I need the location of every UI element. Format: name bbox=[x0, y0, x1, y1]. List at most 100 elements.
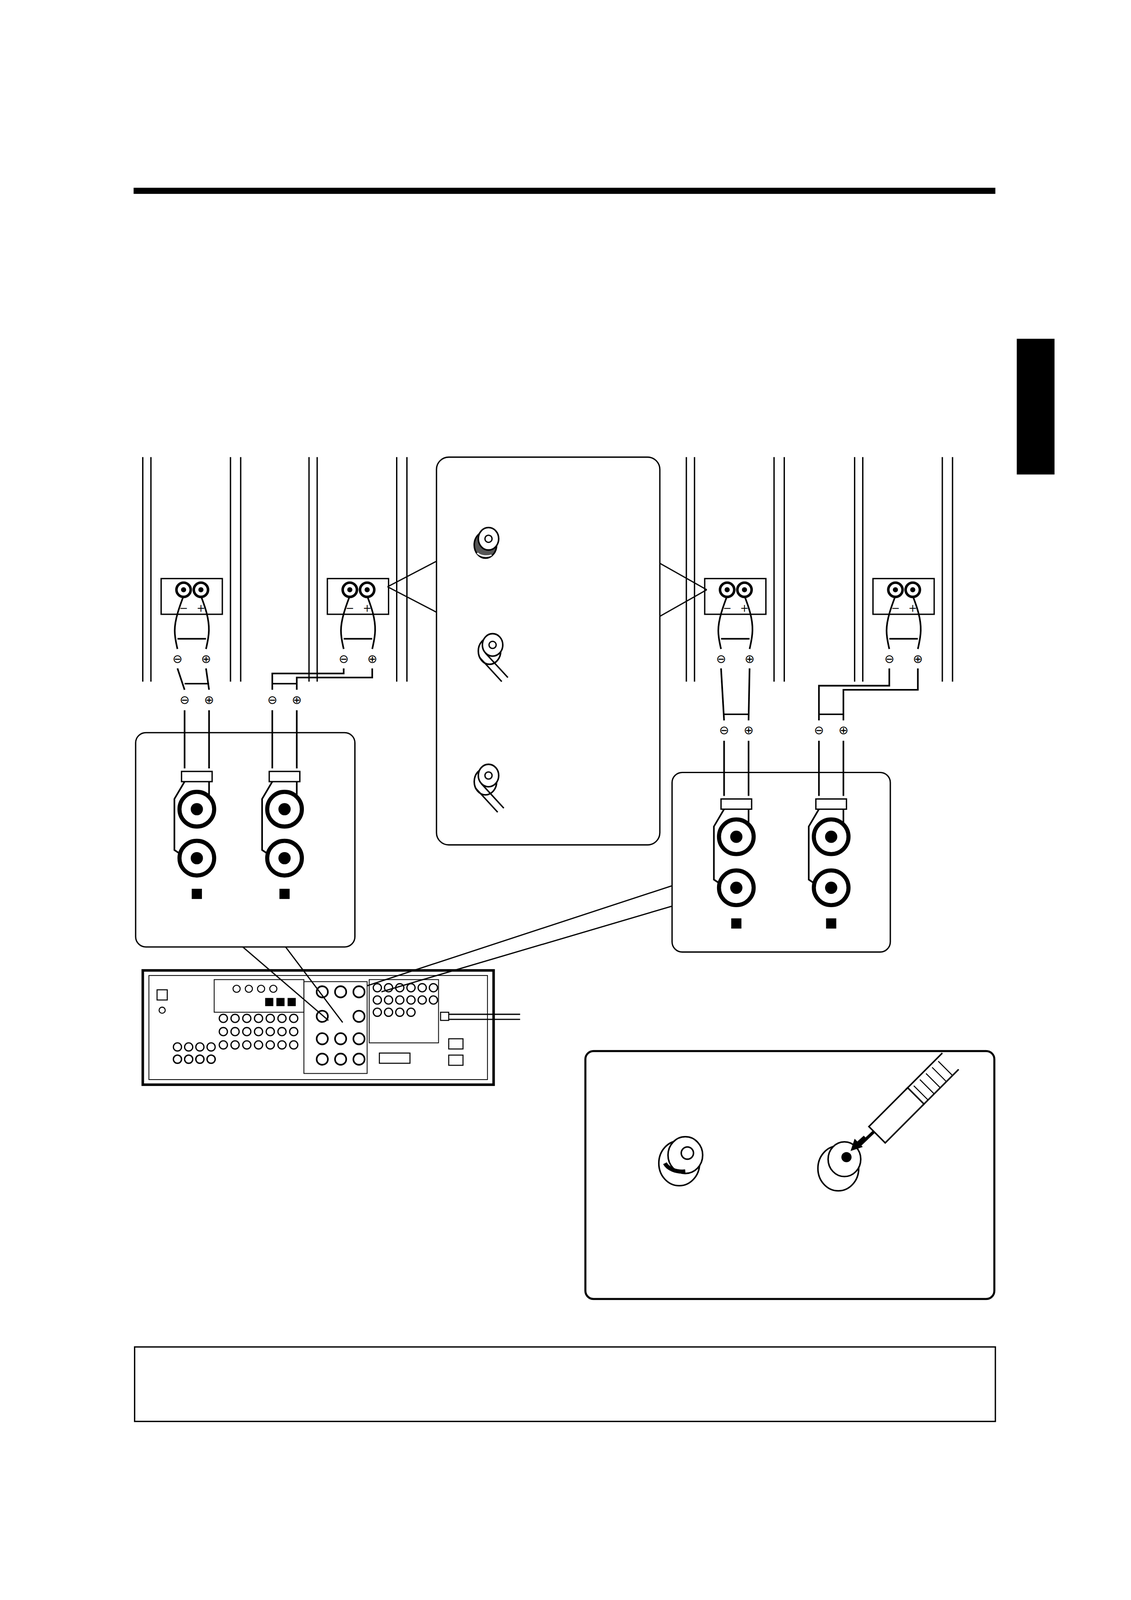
rotate-arrow bbox=[477, 553, 492, 557]
speaker-terminal bbox=[905, 582, 920, 597]
speaker-wire bbox=[183, 710, 186, 769]
wire-bridge bbox=[889, 637, 919, 640]
square-mark bbox=[279, 888, 290, 899]
speaker-wire bbox=[271, 710, 274, 769]
speaker-wire bbox=[748, 668, 750, 721]
callout-box bbox=[436, 457, 660, 845]
post-hole bbox=[484, 771, 493, 779]
speaker-jack-small bbox=[353, 1053, 365, 1065]
optical-jack bbox=[265, 997, 274, 1006]
speaker-cabinet-edge bbox=[229, 457, 231, 682]
terminal-core bbox=[892, 587, 898, 593]
leader-line bbox=[659, 589, 707, 617]
speaker bbox=[686, 457, 785, 721]
jack bbox=[184, 1042, 193, 1051]
jack bbox=[266, 1014, 275, 1023]
terminal-polarity: + bbox=[195, 602, 207, 614]
plug-grip bbox=[938, 1061, 953, 1076]
speaker-cabinet-edge bbox=[941, 457, 943, 682]
banana-plug-icon bbox=[817, 1052, 959, 1191]
optical-jack bbox=[287, 997, 296, 1006]
wire-polarity: ⊖ bbox=[178, 693, 191, 707]
speaker-terminal bbox=[719, 582, 735, 597]
terminal-core bbox=[278, 802, 291, 816]
jack bbox=[395, 1008, 404, 1017]
jack bbox=[406, 1008, 415, 1017]
wire-polarity: ⊕ bbox=[200, 652, 212, 666]
jack bbox=[195, 1055, 205, 1064]
post-hole bbox=[484, 535, 493, 543]
plug-grip bbox=[913, 1085, 928, 1100]
terminal-polarity: + bbox=[907, 602, 919, 614]
speaker-jack bbox=[174, 710, 215, 899]
terminal-core bbox=[180, 587, 187, 593]
jack-group bbox=[214, 979, 304, 1012]
wire bbox=[475, 787, 499, 812]
panel-outline bbox=[142, 970, 494, 1085]
terminal-core bbox=[278, 851, 291, 865]
jack bbox=[242, 1040, 251, 1049]
speaker-wire bbox=[296, 668, 373, 690]
wire-polarity: ⊕ bbox=[291, 693, 303, 707]
terminal-polarity: − bbox=[890, 602, 901, 614]
jack bbox=[230, 1040, 240, 1049]
post-cap bbox=[478, 527, 499, 551]
jack bbox=[266, 1027, 275, 1036]
speaker-jack bbox=[808, 740, 849, 929]
jack bbox=[230, 1014, 240, 1023]
wire-polarity: ⊖ bbox=[171, 652, 184, 666]
terminal-plate bbox=[161, 578, 223, 615]
wire-polarity: ⊕ bbox=[203, 693, 215, 707]
jack bbox=[184, 1055, 193, 1064]
power-cord bbox=[448, 1018, 520, 1020]
jack bbox=[373, 995, 382, 1004]
jack bbox=[289, 1040, 298, 1049]
speaker-jack-small bbox=[335, 1032, 347, 1044]
panel-inner bbox=[148, 975, 488, 1080]
speaker-cabinet-edge bbox=[862, 457, 864, 682]
wire-polarity: ⊕ bbox=[837, 723, 849, 737]
jack bbox=[173, 1055, 182, 1064]
terminal-core bbox=[824, 881, 838, 894]
terminal-core bbox=[910, 587, 916, 593]
wire-bridge bbox=[177, 637, 207, 640]
speaker-jack-small bbox=[316, 1053, 328, 1065]
terminal-polarity: + bbox=[739, 602, 750, 614]
wire-bridge bbox=[720, 637, 750, 640]
jack bbox=[269, 985, 277, 993]
note-box bbox=[585, 1050, 995, 1299]
receiver-rear-panel bbox=[142, 970, 494, 1085]
terminal-core bbox=[724, 587, 730, 593]
jack-plate bbox=[269, 771, 301, 782]
speaker-wire bbox=[842, 740, 845, 796]
wire bbox=[485, 652, 508, 678]
speaker-jack-small bbox=[353, 985, 365, 997]
wire-polarity: ⊖ bbox=[266, 693, 278, 707]
terminal-plate bbox=[327, 578, 389, 615]
section-tab bbox=[1016, 338, 1055, 475]
speaker-cabinet-edge bbox=[773, 457, 775, 682]
ac-outlet bbox=[448, 1055, 463, 1066]
speaker-cabinet-edge bbox=[783, 457, 785, 682]
terminal-core bbox=[364, 587, 370, 593]
power-cord-inlet bbox=[440, 1011, 449, 1021]
jack bbox=[406, 983, 415, 992]
speaker-wire bbox=[819, 668, 890, 721]
jack bbox=[195, 1042, 205, 1051]
jack-terminal bbox=[267, 791, 302, 827]
leader-line bbox=[387, 561, 437, 587]
jack bbox=[289, 1014, 298, 1023]
speaker-cabinet-edge bbox=[685, 457, 688, 682]
speaker-wire bbox=[177, 668, 185, 690]
square-mark bbox=[191, 888, 202, 899]
jack bbox=[384, 1008, 393, 1017]
wire-polarity: ⊖ bbox=[715, 652, 727, 666]
note-frame bbox=[134, 1346, 996, 1421]
wire bbox=[481, 783, 505, 808]
speaker-jack-small bbox=[316, 1032, 328, 1044]
speaker-terminal bbox=[737, 582, 752, 597]
speaker-jack-small bbox=[335, 1053, 347, 1065]
jack-terminal bbox=[179, 840, 215, 876]
jack-terminal bbox=[179, 791, 215, 827]
